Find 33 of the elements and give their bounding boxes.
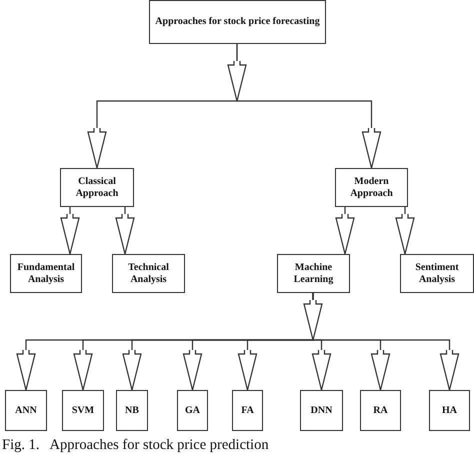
process-box	[60, 168, 134, 207]
box-label: Modern Approach	[349, 176, 394, 199]
box-label: HA	[442, 404, 457, 416]
box-label: NB	[125, 404, 139, 416]
box-label: ANN	[15, 404, 37, 416]
process-box	[400, 254, 474, 293]
box-label: FA	[241, 404, 254, 416]
box-label: Fundamental Analysis	[16, 262, 76, 285]
process-box	[62, 390, 104, 431]
box-label: Sentiment Analysis	[414, 262, 460, 285]
process-box	[360, 390, 401, 431]
process-box	[112, 254, 185, 293]
process-box	[149, 0, 326, 44]
box-label: Technical Analysis	[127, 262, 170, 285]
box-label: Classical Approach	[74, 176, 120, 199]
figure-caption: Fig. 1. Approaches for stock price prediction	[2, 437, 269, 454]
process-box	[429, 390, 470, 431]
process-box	[116, 390, 148, 431]
process-box	[300, 390, 343, 431]
process-box	[177, 390, 208, 431]
box-label: RA	[373, 404, 388, 416]
box-label: SVM	[72, 404, 94, 416]
process-box	[277, 254, 350, 293]
box-label: DNN	[310, 404, 332, 416]
process-box	[5, 390, 47, 431]
process-box	[10, 254, 82, 293]
box-label: GA	[185, 404, 200, 416]
box-label: Approaches for stock price forecasting	[155, 16, 320, 28]
process-box	[335, 168, 408, 207]
arrow	[227, 60, 247, 102]
arrow	[303, 299, 323, 341]
process-box	[232, 390, 263, 431]
box-label: Machine Learning	[292, 262, 334, 285]
